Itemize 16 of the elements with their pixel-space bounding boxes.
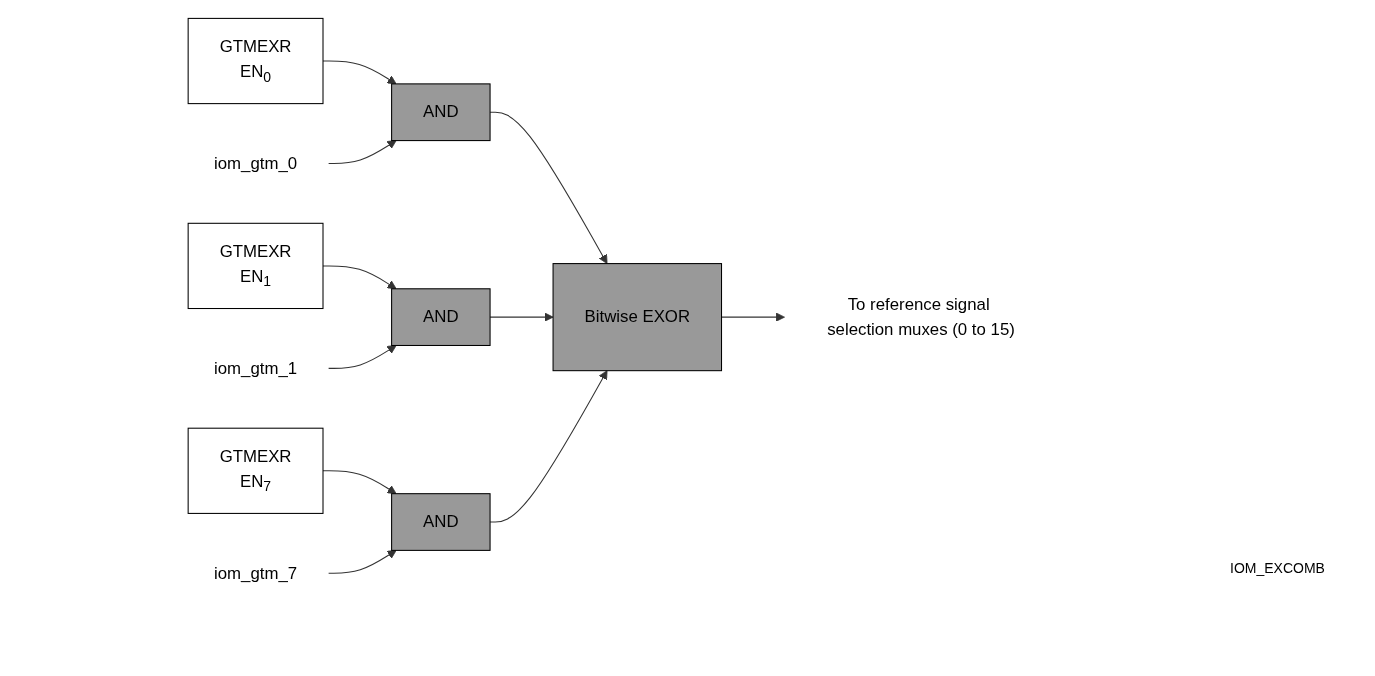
arrow — [721, 312, 785, 322]
arrow — [328, 140, 397, 164]
node-box: Bitwise EXOR — [552, 263, 723, 372]
node-box: AND — [391, 83, 491, 142]
node-box: AND — [391, 288, 491, 346]
arrow — [328, 345, 397, 369]
node-box: GTMEXR EN$_{7}$ — [187, 427, 324, 514]
figure-id-label: IOM_EXCOMB — [1230, 560, 1325, 576]
node-box: GTMEXR EN$_{1}$ — [187, 222, 324, 310]
node-text: To reference signal selection muxes (0 to 15) — [827, 295, 1015, 339]
node-box: GTMEXR EN$_{0}$ — [187, 17, 324, 105]
node-text: iom_gtm_7 — [214, 563, 298, 582]
node-text: iom_gtm_0 — [214, 154, 298, 172]
node-text: iom_gtm_1 — [214, 358, 298, 377]
node-box: AND — [391, 493, 491, 551]
arrow — [328, 549, 397, 574]
